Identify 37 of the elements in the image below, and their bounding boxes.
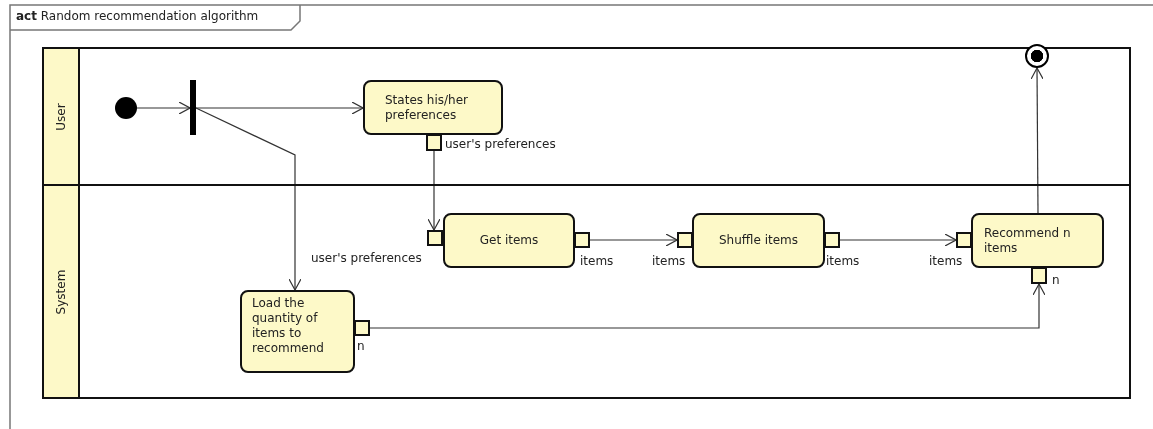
control-flow-arrow (1030, 67, 1044, 214)
pin-label: items (652, 254, 686, 268)
action-box: Recommend n items (971, 213, 1104, 268)
pin-box (956, 232, 972, 248)
pin-box (677, 232, 693, 248)
pin-label: user's preferences (311, 251, 422, 265)
action-box: Load the quantity of items to recommend (240, 290, 355, 373)
control-flow-arrow (589, 233, 678, 247)
pin-label: items (826, 254, 860, 268)
initial-node (115, 97, 137, 119)
control-flow-arrow (195, 101, 364, 115)
control-flow-arrow (839, 233, 957, 247)
control-flow-arrow (136, 101, 191, 115)
action-box: States his/her preferences (363, 80, 503, 135)
pin-box (824, 232, 840, 248)
diagram-title: act Random recommendation algorithm (16, 9, 259, 23)
action-box: Shuffle items (692, 213, 825, 268)
pin-label: n (1052, 273, 1060, 287)
control-flow-arrow (427, 150, 441, 231)
pin-label: user's preferences (445, 137, 556, 151)
lane-header: System (44, 186, 80, 397)
pin-box (354, 320, 370, 336)
control-flow-arrow (369, 283, 1046, 329)
fork-bar (190, 80, 196, 135)
control-flow-arrow (195, 107, 302, 291)
action-box: Get items (443, 213, 575, 268)
lane-header: User (44, 49, 80, 184)
pin-label: items (580, 254, 614, 268)
pin-box (427, 230, 443, 246)
pin-box (426, 134, 442, 151)
swimlane (42, 184, 1131, 399)
pin-box (1031, 267, 1047, 284)
swimlane (42, 47, 1131, 186)
pin-label: items (929, 254, 963, 268)
pin-label: n (357, 339, 365, 353)
final-node (1025, 44, 1049, 68)
pin-box (574, 232, 590, 248)
